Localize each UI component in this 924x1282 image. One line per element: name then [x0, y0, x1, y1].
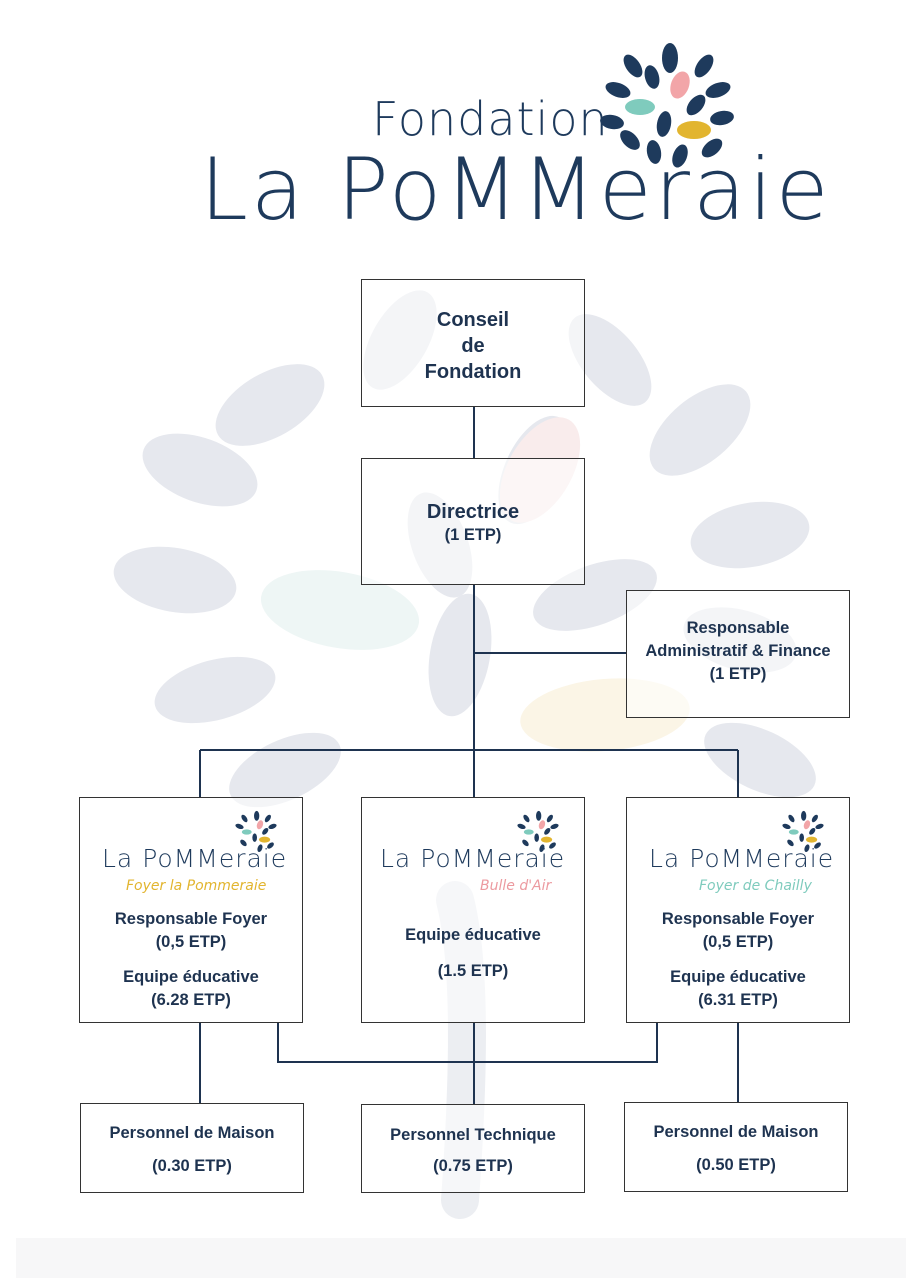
personnel-maison-1-box: Personnel de Maison (0.30 ETP): [80, 1103, 304, 1193]
foyer3-etp2: (6.31 ETP): [698, 991, 778, 1009]
mini-leaf-icon: [235, 810, 277, 852]
maison1-title: Personnel de Maison: [109, 1124, 275, 1142]
mini-leaf-icon: [782, 810, 824, 852]
foyer1-subtitle: Foyer la Pommeraie: [126, 878, 267, 894]
foyer1-brand: La PoMMeraie: [102, 844, 288, 873]
header-fondation-text: Fondation: [372, 92, 609, 146]
maison2-etp: (0.50 ETP): [696, 1156, 776, 1174]
foyer3-role1: Responsable Foyer: [661, 910, 815, 928]
conseil-line1: Conseil: [436, 309, 510, 331]
foyer1-role1: Responsable Foyer: [114, 910, 268, 928]
directrice-etp: (1 ETP): [444, 526, 502, 544]
mini-leaf-icon: [517, 810, 559, 852]
foyer2-role1: Equipe éducative: [405, 926, 541, 944]
conseil-line2: de: [461, 335, 485, 357]
foyer3-role2: Equipe éducative: [670, 968, 806, 986]
personnel-maison-2-box: Personnel de Maison (0.50 ETP): [624, 1102, 848, 1192]
admin-etp: (1 ETP): [709, 665, 767, 683]
foyer3-etp1: (0,5 ETP): [702, 933, 774, 951]
bulle-air-box: La PoMMeraie Bulle d'Air Equipe éducativ…: [361, 797, 585, 1023]
foyer1-etp2: (6.28 ETP): [151, 991, 231, 1009]
admin-finance-box: Responsable Administratif & Finance (1 E…: [626, 590, 850, 718]
admin-line2: Administratif & Finance: [645, 642, 831, 660]
maison2-title: Personnel de Maison: [653, 1123, 819, 1141]
admin-line1: Responsable: [686, 619, 790, 637]
header-brand-name: La PoMMeraie: [200, 140, 832, 240]
foyer1-role2: Equipe éducative: [123, 968, 259, 986]
foyer2-etp1: (1.5 ETP): [437, 962, 509, 980]
conseil-fondation-box: Conseil de Fondation: [361, 279, 585, 407]
foyer3-brand: La PoMMeraie: [649, 844, 835, 873]
foyer2-brand: La PoMMeraie: [380, 844, 566, 873]
maison1-etp: (0.30 ETP): [152, 1157, 232, 1175]
footer-strip: [16, 1238, 906, 1278]
foyer3-subtitle: Foyer de Chailly: [699, 878, 812, 894]
foyer1-etp1: (0,5 ETP): [155, 933, 227, 951]
conseil-line3: Fondation: [424, 361, 522, 383]
foyer-chailly-box: La PoMMeraie Foyer de Chailly Responsabl…: [626, 797, 850, 1023]
technique-etp: (0.75 ETP): [433, 1157, 513, 1175]
foyer2-subtitle: Bulle d'Air: [480, 878, 552, 894]
directrice-box: Directrice (1 ETP): [361, 458, 585, 585]
directrice-title: Directrice: [426, 501, 520, 523]
personnel-technique-box: Personnel Technique (0.75 ETP): [361, 1104, 585, 1193]
foyer-pommeraie-box: La PoMMeraie Foyer la Pommeraie Responsa…: [79, 797, 303, 1023]
technique-title: Personnel Technique: [390, 1126, 556, 1144]
